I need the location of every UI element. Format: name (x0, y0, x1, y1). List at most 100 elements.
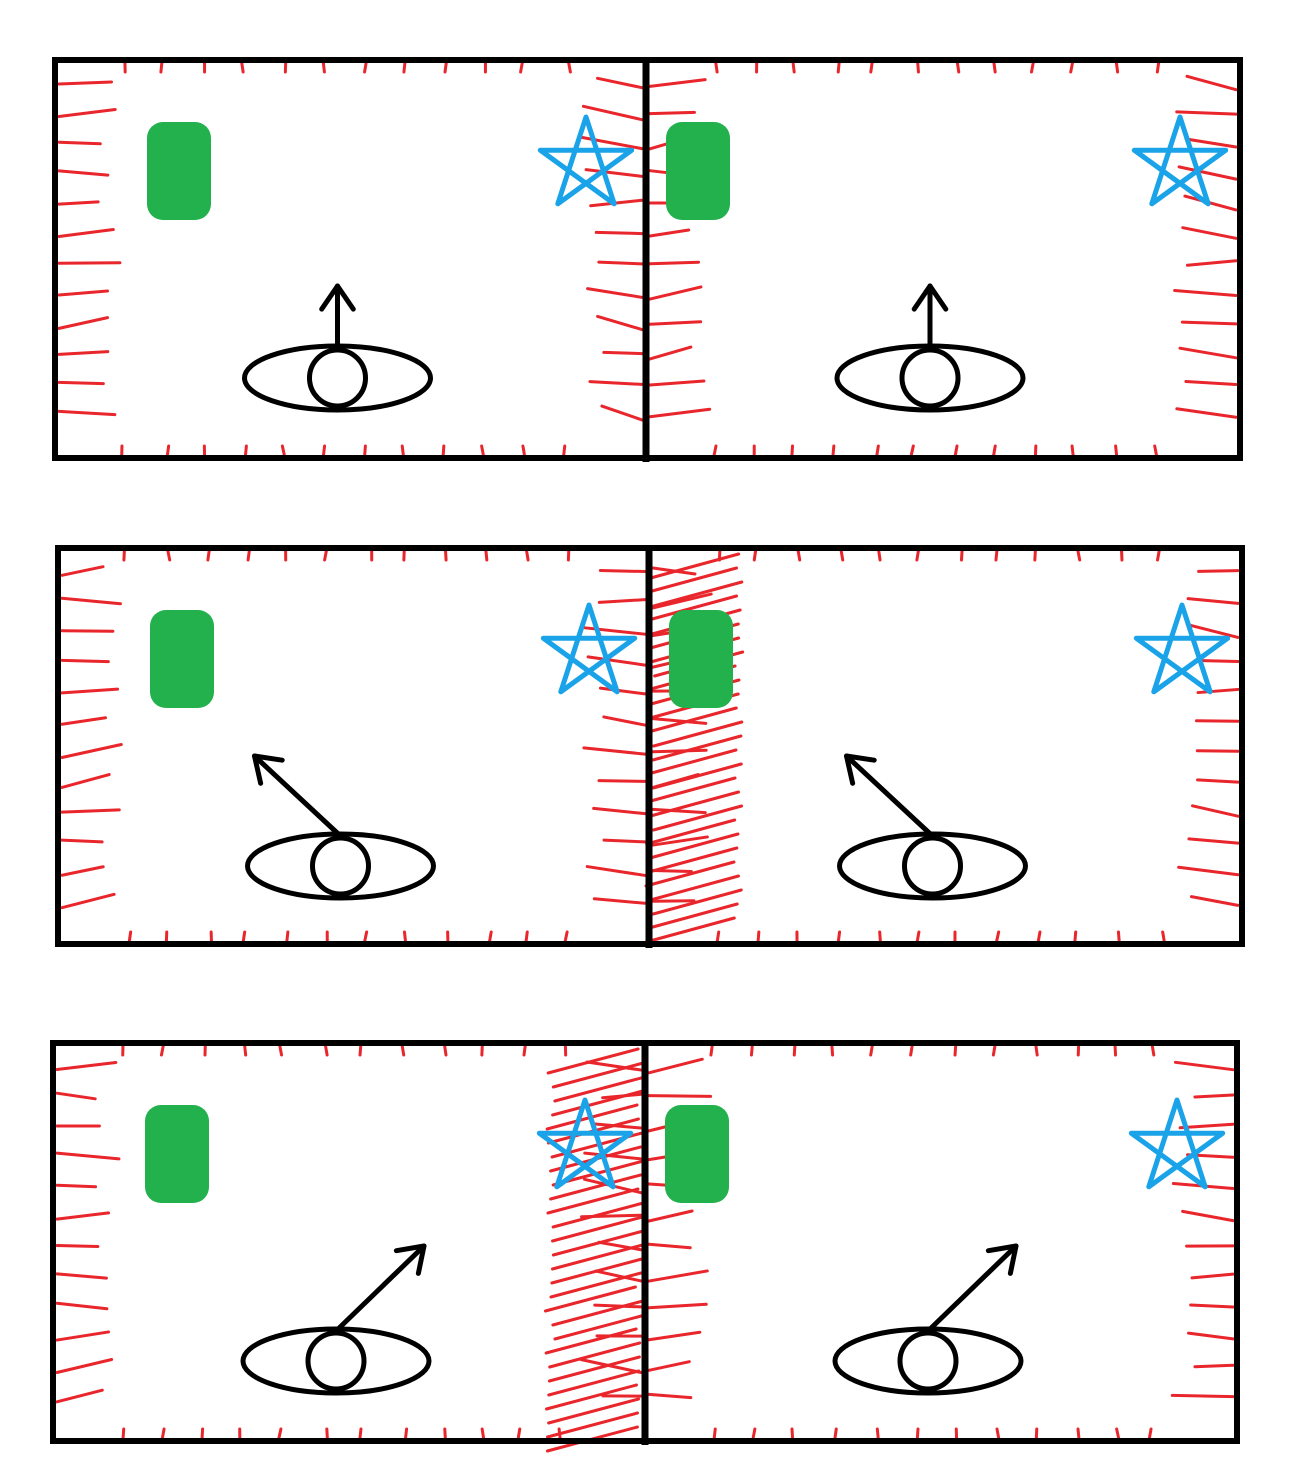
vignette-hatch (709, 1043, 714, 1057)
vignette-hatch (752, 548, 758, 562)
vignette-hatch (714, 60, 719, 74)
vignette-heavy-hatch (550, 1257, 644, 1285)
vignette-hatch (57, 140, 102, 146)
vignette-hatch (597, 598, 647, 604)
vignette-hatch (484, 548, 489, 562)
vignette-hatch (1177, 865, 1240, 877)
vignette-heavy-hatch (543, 1285, 637, 1313)
vignette-hatch (1190, 1272, 1235, 1280)
vignette-hatch (915, 548, 921, 562)
vignette-hatch (60, 865, 105, 877)
vignette-hatch (585, 865, 647, 877)
vignette-hatch (1195, 749, 1240, 753)
vignette-hatch (524, 930, 529, 943)
vignette-heavy-hatch (549, 1173, 643, 1201)
vignette-hatch (1193, 1363, 1235, 1369)
vignette-hatch (400, 1043, 406, 1057)
vignette-hatch (55, 1330, 111, 1342)
vignette-hatch (57, 409, 117, 417)
vignette-hatch (60, 773, 111, 789)
vignette-hatch (1070, 444, 1075, 457)
vignette-hatch (402, 60, 407, 74)
vignette-hatch (55, 1183, 98, 1189)
vignette-heavy-hatch (547, 1355, 641, 1383)
vignette-heavy-hatch (553, 1313, 647, 1341)
vignette-hatch (60, 687, 120, 695)
vignette-hatch (60, 808, 121, 814)
vignette-hatch (712, 444, 718, 457)
gaze-arrowhead (252, 753, 285, 786)
vignette-hatch (836, 930, 842, 943)
vignette-hatch (443, 60, 448, 74)
vignette-hatch (243, 444, 248, 457)
vignette-hatch (651, 835, 709, 847)
vignette-hatch (648, 320, 703, 326)
vignette-heavy-hatch (544, 1383, 638, 1411)
vignette-hatch (521, 444, 526, 457)
vignette-heavy-hatch (549, 1271, 643, 1299)
vignette-hatch (567, 60, 572, 74)
vignette-hatch (57, 107, 117, 119)
eye-pupil (902, 835, 963, 897)
vignette-hatch (992, 444, 997, 457)
vignette-hatch (166, 548, 172, 562)
vignette-hatch (1189, 1303, 1235, 1309)
vignette-hatch (519, 60, 524, 74)
vignette-hatch (648, 285, 703, 301)
vignette-hatch (1196, 778, 1240, 784)
vignette-hatch (756, 930, 761, 943)
vignette-heavy-hatch (648, 832, 740, 860)
green-rounded-rect-icon (147, 122, 211, 220)
vignette-heavy-hatch (646, 748, 738, 776)
vignette-hatch (522, 1043, 527, 1057)
vignette-hatch (241, 930, 247, 943)
vignette-hatch (1189, 895, 1240, 907)
vignette-hatch (648, 345, 693, 361)
vignette-heavy-hatch (647, 902, 739, 930)
vignette-hatch (647, 1330, 702, 1342)
vignette-hatch (651, 748, 708, 754)
vignette-hatch (994, 548, 999, 562)
gaze-arrowhead (319, 283, 356, 312)
vignette-hatch (323, 548, 329, 562)
vignette-hatch (647, 1057, 704, 1075)
vignette-hatch (584, 168, 644, 178)
vignette-hatch (243, 1043, 248, 1057)
vignette-hatch (60, 658, 110, 664)
vignette-hatch (1113, 1043, 1118, 1057)
vignette-hatch (441, 444, 446, 457)
vignette-hatch (55, 1358, 114, 1374)
vignette-hatch (55, 1272, 108, 1280)
vignette-hatch (839, 548, 845, 562)
right-panel (647, 1043, 1235, 1440)
right-panel (648, 60, 1238, 457)
vignette-heavy-hatch (646, 706, 738, 734)
vignette-hatch (602, 715, 647, 727)
vignette-heavy-hatch (547, 1369, 641, 1397)
vignette-hatch (57, 289, 110, 297)
vignette-hatch (583, 626, 647, 636)
figure-row (52, 57, 1243, 462)
vignette-hatch (647, 1269, 709, 1283)
eye-pupil (305, 1330, 367, 1392)
vignette-hatch (1186, 597, 1240, 605)
vignette-hatch (749, 1043, 754, 1057)
vignette-hatch (55, 1060, 118, 1072)
vignette-hatch (600, 404, 644, 422)
gaze-arrowhead (911, 283, 949, 312)
vignette-hatch (875, 444, 880, 457)
vignette-hatch (647, 1302, 708, 1310)
vignette-heavy-hatch (548, 1341, 642, 1369)
vignette-hatch (1155, 60, 1161, 74)
vignette-hatch (875, 1427, 880, 1440)
vignette-hatch (1073, 930, 1078, 943)
vignette-hatch (597, 260, 644, 266)
vignette-hatch (127, 930, 133, 943)
green-rounded-rect-icon (665, 1105, 729, 1203)
vignette-heavy-hatch (652, 804, 744, 832)
vignette-hatch (1076, 548, 1082, 562)
vignette-hatch (909, 1043, 914, 1057)
vignette-hatch (323, 1043, 329, 1057)
